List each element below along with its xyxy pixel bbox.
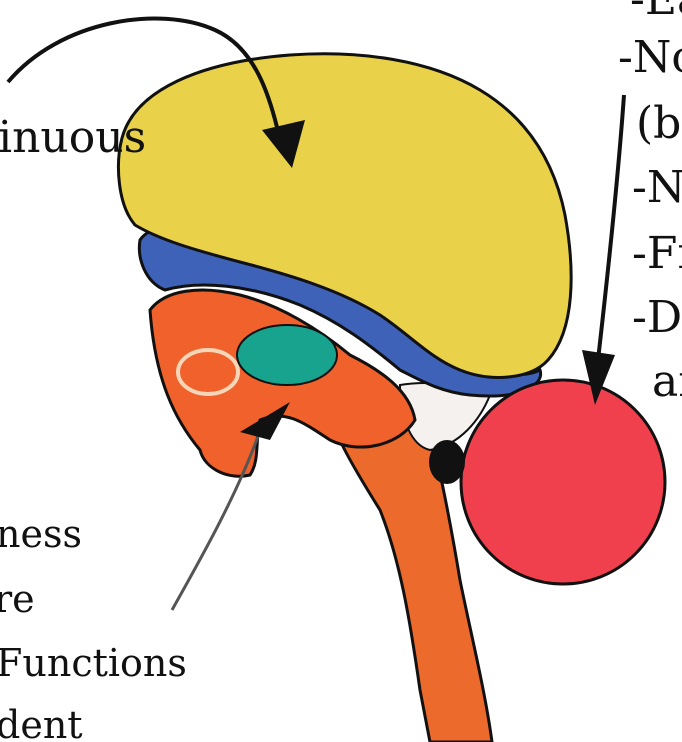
arrow-cerebellum (582, 95, 624, 405)
right-label-5: -Fr (632, 232, 682, 276)
left-label-3: re (0, 580, 35, 618)
right-label-7: ar (652, 360, 682, 404)
cerebellum-region (461, 380, 665, 584)
right-label-6: -D (632, 296, 682, 340)
left-label-4: Functions (0, 644, 187, 682)
right-label-4: -N (632, 166, 682, 210)
right-label-3: (b (636, 102, 681, 146)
thalamus-region (237, 325, 337, 385)
right-label-2: -No (618, 36, 682, 80)
dark-node (429, 440, 465, 484)
left-label-2: ness (0, 515, 82, 553)
right-label-1: -Ea (630, 0, 682, 22)
left-label-5: dent (0, 706, 83, 742)
left-label-1: inuous (0, 116, 146, 160)
